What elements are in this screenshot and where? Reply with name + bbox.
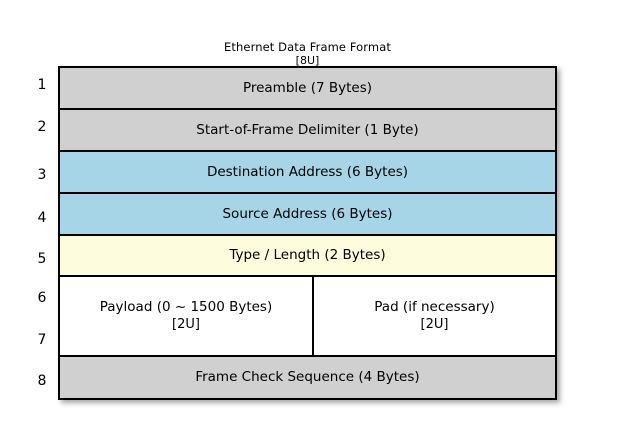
page-title: Ethernet Data Frame Format (224, 40, 391, 54)
frame-field-sfd: Start-of-Frame Delimiter (1 Byte) (60, 110, 555, 152)
frame-field-pad-label: Pad (if necessary) (374, 299, 495, 315)
row-number-8: 8 (37, 373, 47, 389)
frame-field-payload-sublabel: [2U] (172, 317, 200, 332)
frame-field-payload-row: Payload (0 ~ 1500 Bytes) [2U] Pad (if ne… (60, 277, 555, 357)
frame-field-preamble: Preamble (7 Bytes) (60, 68, 555, 110)
frame-field-destination-address-label: Destination Address (6 Bytes) (206, 163, 409, 180)
frame-field-destination-address: Destination Address (6 Bytes) (60, 152, 555, 194)
frame-field-source-address-label: Source Address (6 Bytes) (222, 205, 393, 222)
frame-field-payload-label: Payload (0 ~ 1500 Bytes) (99, 299, 273, 315)
frame-field-sfd-label: Start-of-Frame Delimiter (1 Byte) (196, 121, 419, 138)
row-number-gutter: 1 2 3 4 5 6 7 8 (30, 66, 54, 400)
row-number-3: 3 (37, 167, 47, 183)
frame-field-fcs: Frame Check Sequence (4 Bytes) (60, 357, 555, 398)
frame-field-payload: Payload (0 ~ 1500 Bytes) [2U] (60, 277, 314, 355)
ethernet-frame-table: Preamble (7 Bytes) Start-of-Frame Delimi… (58, 66, 557, 400)
diagram-title-block: Ethernet Data Frame Format [8U] (58, 40, 557, 68)
frame-field-source-address: Source Address (6 Bytes) (60, 194, 555, 236)
frame-field-pad: Pad (if necessary) [2U] (314, 277, 555, 355)
page-subtitle: [8U] (295, 54, 320, 67)
frame-field-pad-sublabel: [2U] (420, 317, 449, 332)
row-number-4: 4 (37, 210, 47, 226)
frame-field-preamble-label: Preamble (7 Bytes) (242, 79, 373, 96)
frame-field-type-length-label: Type / Length (2 Bytes) (229, 247, 386, 263)
row-number-6: 6 (37, 290, 47, 306)
row-number-2: 2 (37, 119, 47, 135)
frame-field-fcs-label: Frame Check Sequence (4 Bytes) (195, 369, 420, 385)
row-number-7: 7 (37, 332, 47, 348)
row-number-1: 1 (37, 77, 47, 93)
row-number-5: 5 (37, 251, 47, 267)
frame-field-type-length: Type / Length (2 Bytes) (60, 236, 555, 277)
